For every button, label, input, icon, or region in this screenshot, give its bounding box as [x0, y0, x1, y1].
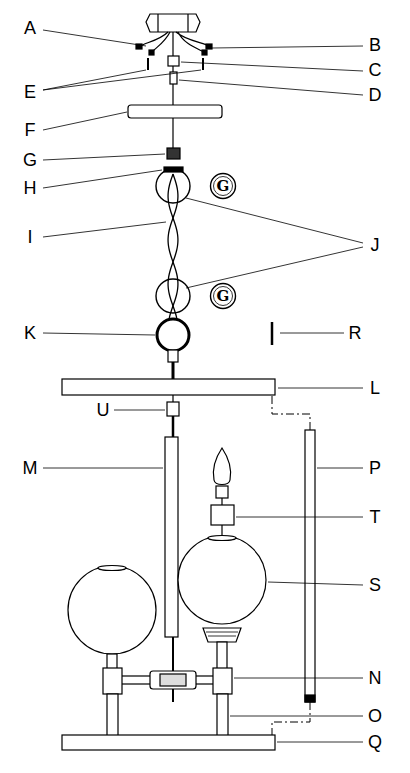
- coupler: [167, 402, 179, 416]
- mounting-strap: [168, 56, 179, 66]
- callout-letter: B: [369, 36, 381, 54]
- callout-letter: E: [24, 83, 36, 101]
- callout-letter: O: [368, 707, 382, 725]
- canopy-plate: [128, 105, 222, 118]
- callout-letter: G: [23, 151, 37, 169]
- wires: [140, 32, 210, 105]
- top-plate: [62, 379, 275, 395]
- callout-letter: A: [24, 19, 36, 37]
- chain: [168, 174, 178, 318]
- glass-globe: [68, 566, 156, 654]
- callout-letter: F: [25, 121, 36, 139]
- callout-letter: P: [369, 459, 381, 477]
- callout-letter: I: [27, 228, 32, 246]
- candle-sleeve: [217, 694, 228, 736]
- assembly-line: [272, 396, 310, 735]
- reference-letter: G: [209, 172, 237, 194]
- bottom-plate: [62, 735, 275, 750]
- callout-letter: K: [24, 324, 36, 342]
- callout-letter: Q: [368, 733, 382, 751]
- callout-letter: H: [24, 179, 37, 197]
- pin: [271, 322, 274, 345]
- leader-lines: [43, 30, 363, 742]
- socket-ring: [211, 505, 234, 525]
- glass-globe: [178, 536, 266, 624]
- callout-letter: C: [369, 61, 382, 79]
- side-rod: [305, 430, 315, 702]
- coupler: [167, 148, 180, 159]
- callout-letter: N: [369, 669, 382, 687]
- reference-circle: G: [209, 282, 237, 310]
- center-rod: [165, 437, 178, 637]
- arm-cup: [213, 668, 232, 694]
- callout-letter: T: [370, 508, 381, 526]
- reference-circle: G: [209, 172, 237, 200]
- ceiling-canopy: [146, 14, 200, 32]
- reference-letter: G: [209, 282, 237, 304]
- callout-letter: M: [23, 459, 38, 477]
- callout-letter: S: [369, 576, 381, 594]
- loop-ring: [157, 319, 189, 351]
- hub: [150, 671, 196, 689]
- candle-bulb: [213, 448, 230, 485]
- callout-letter: J: [371, 236, 380, 254]
- callout-letter: D: [369, 86, 382, 104]
- callout-letter: U: [97, 401, 110, 419]
- callout-letter: R: [349, 324, 362, 342]
- callout-letter: L: [370, 379, 380, 397]
- screw: [147, 58, 149, 70]
